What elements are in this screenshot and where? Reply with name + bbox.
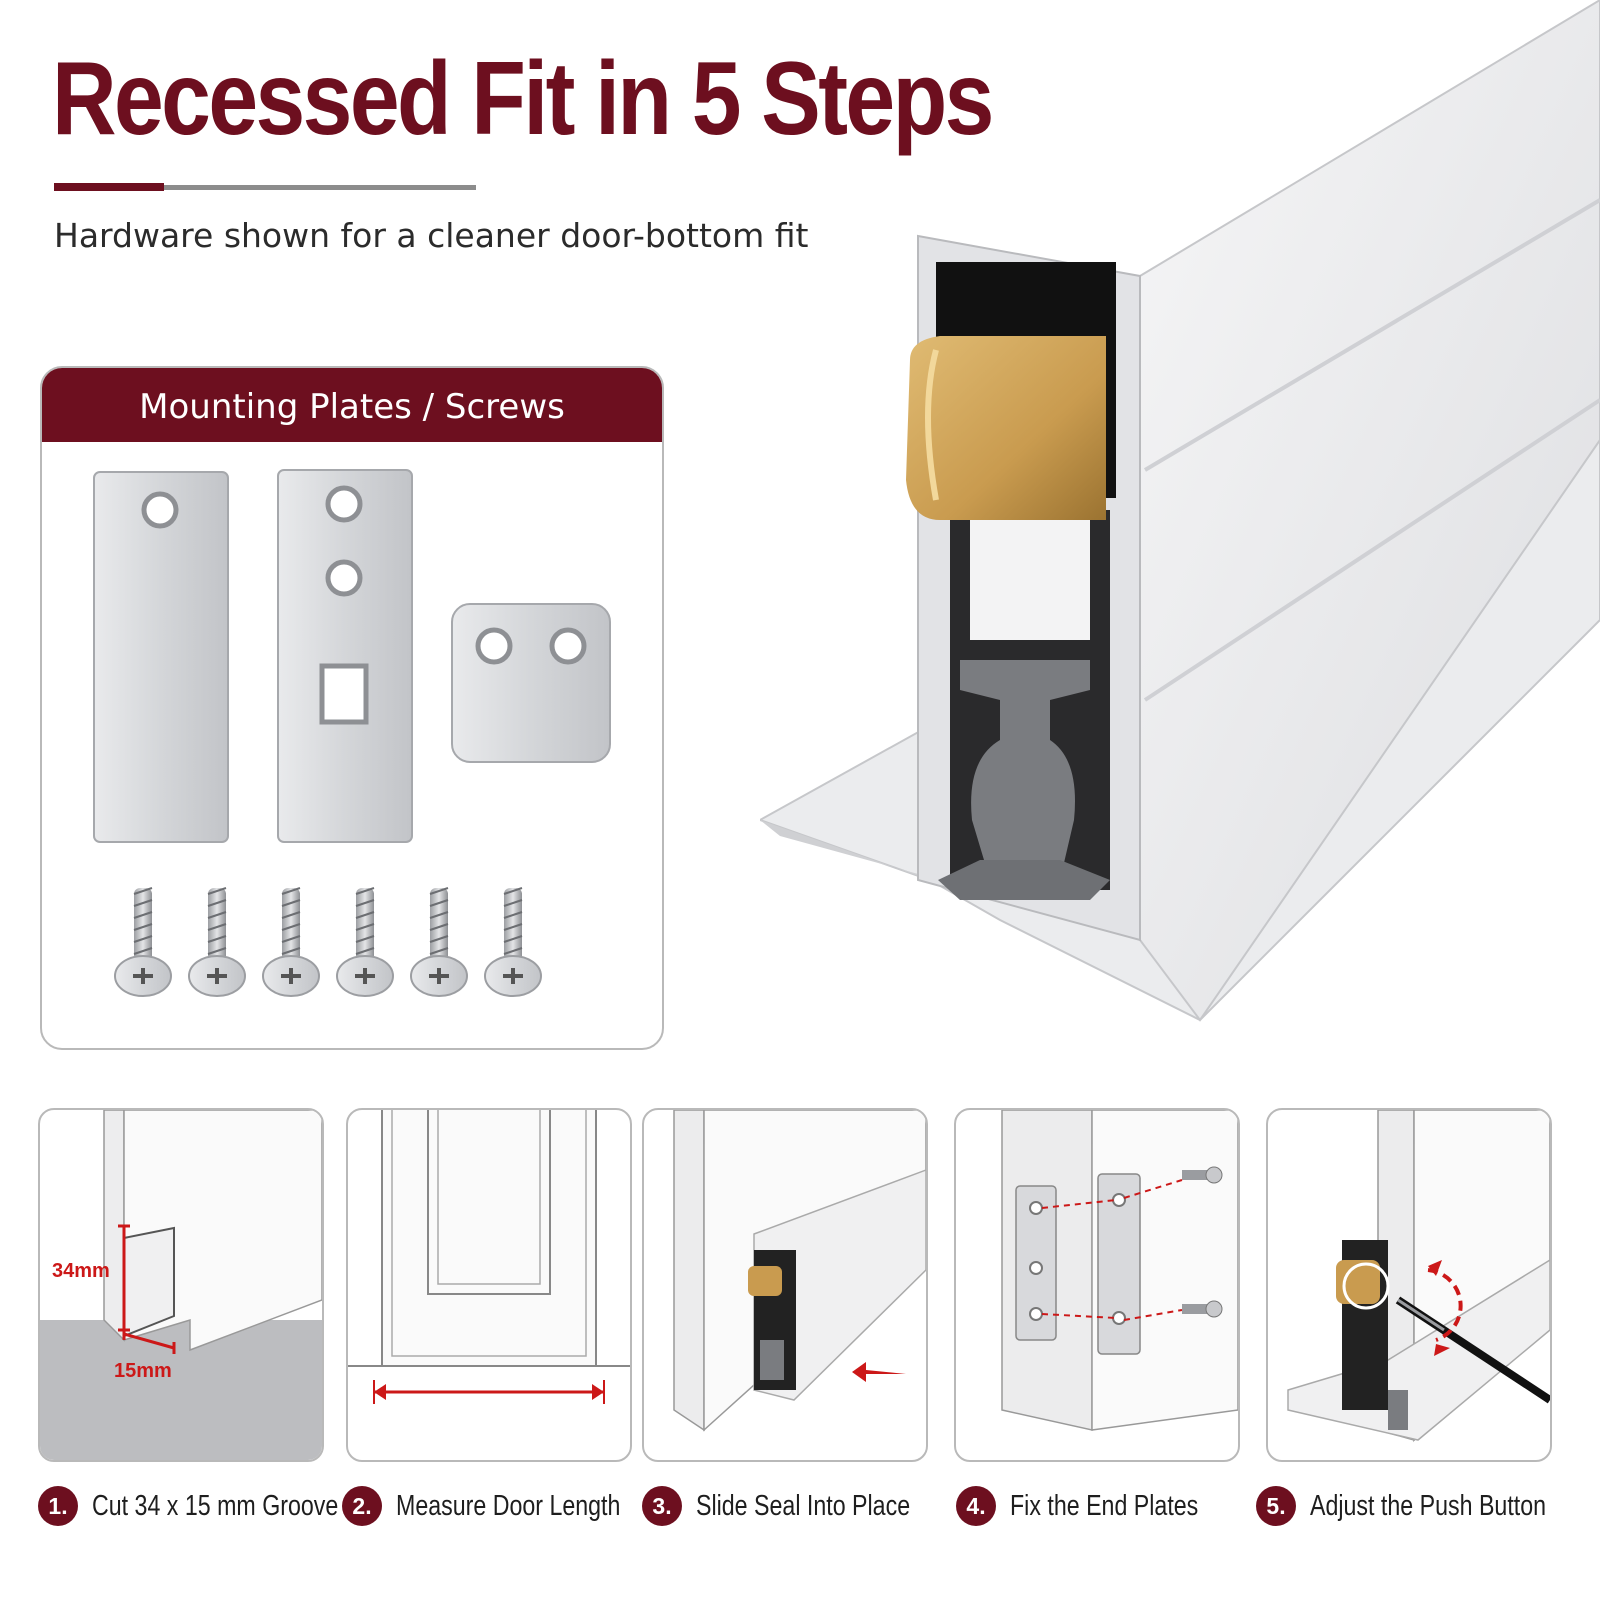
page-subtitle: Hardware shown for a cleaner door-bottom… <box>54 216 809 255</box>
slide-seal-diagram <box>673 1110 926 1432</box>
screw-icon <box>1182 1166 1223 1184</box>
step-4-number: 4. <box>956 1486 996 1526</box>
screw-icon <box>1182 1300 1223 1318</box>
adjust-push-button-diagram <box>1287 1110 1550 1443</box>
long-mounting-plate <box>93 471 229 843</box>
step-5-number: 5. <box>1256 1486 1296 1526</box>
step-3-illustration <box>642 1108 928 1462</box>
step-2-label: Measure Door Length <box>396 1489 621 1522</box>
groove-width-label: 15mm <box>114 1360 172 1382</box>
step-2-number: 2. <box>342 1486 382 1526</box>
step-5-caption: 5. Adjust the Push Button <box>1256 1484 1600 1528</box>
hardware-panel: Mounting Plates / Screws <box>40 366 664 1050</box>
step-2-illustration <box>346 1108 632 1462</box>
title-divider <box>54 185 476 190</box>
groove-cut-diagram <box>40 1110 322 1460</box>
step-2-caption: 2. Measure Door Length <box>342 1484 677 1528</box>
door-measure-diagram <box>348 1110 630 1404</box>
screw-icon <box>484 887 542 997</box>
step-1-illustration: 34mm 15mm <box>38 1108 324 1462</box>
step-4-label: Fix the End Plates <box>1010 1489 1199 1522</box>
step-1-caption: 1. Cut 34 x 15 mm Groove <box>38 1484 400 1528</box>
screw-icon <box>336 887 394 997</box>
step-5-illustration <box>1266 1108 1552 1462</box>
step-1-label: Cut 34 x 15 mm Groove <box>92 1489 339 1522</box>
hardware-illustration <box>93 469 611 997</box>
step-3-caption: 3. Slide Seal Into Place <box>642 1484 964 1528</box>
screw-icon <box>114 887 172 997</box>
screw-set <box>114 887 542 997</box>
title-divider-accent <box>54 183 164 191</box>
fix-end-plates-diagram <box>1001 1110 1238 1431</box>
slotted-mounting-plate <box>277 469 413 843</box>
screw-icon <box>188 887 246 997</box>
step-3-label: Slide Seal Into Place <box>696 1489 911 1522</box>
step-3-number: 3. <box>642 1486 682 1526</box>
page-title: Recessed Fit in 5 Steps <box>52 41 994 157</box>
screw-icon <box>410 887 468 997</box>
square-mounting-plate <box>451 603 611 763</box>
step-5-label: Adjust the Push Button <box>1310 1489 1547 1522</box>
hardware-panel-title: Mounting Plates / Screws <box>42 368 662 442</box>
groove-height-label: 34mm <box>52 1260 110 1282</box>
screw-icon <box>262 887 320 997</box>
step-4-illustration <box>954 1108 1240 1462</box>
step-4-caption: 4. Fix the End Plates <box>956 1484 1245 1528</box>
step-1-number: 1. <box>38 1486 78 1526</box>
door-seal-product-image <box>760 0 1600 1022</box>
